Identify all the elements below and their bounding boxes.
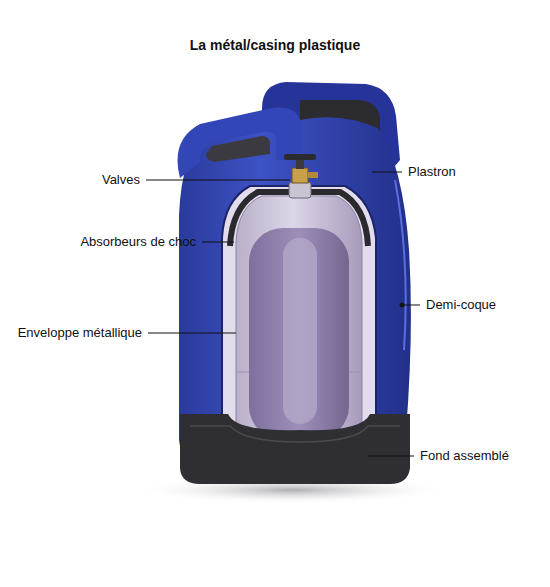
- valve-outlet: [308, 172, 318, 178]
- leader-line: [368, 456, 414, 457]
- valve-body: [292, 168, 308, 183]
- front-handle-grip: [206, 136, 270, 162]
- part-label: Demi-coque: [426, 297, 496, 313]
- shock-absorber: [230, 192, 368, 246]
- part-label: Fond assemblé: [420, 448, 509, 464]
- leader-lines: [146, 172, 420, 456]
- diagram-title: La métal/casing plastique: [0, 36, 550, 54]
- leader-line: [146, 180, 290, 181]
- leader-line: [372, 172, 402, 173]
- part-label: Enveloppe métallique: [18, 325, 142, 341]
- shell-highlight: [395, 180, 406, 350]
- leader-line: [148, 333, 236, 334]
- front-handle: [178, 107, 303, 178]
- part-label: Plastron: [408, 164, 456, 180]
- valve-wheel: [284, 154, 316, 160]
- inner-tube: [283, 238, 317, 424]
- cylinder-cutaway: [249, 228, 349, 440]
- half-shell: [179, 117, 411, 464]
- assembled-base: [180, 414, 410, 484]
- base-inner-line: [190, 426, 400, 442]
- leader-dot: [400, 303, 404, 307]
- valve-neck: [289, 182, 311, 198]
- part-label: Valves: [102, 172, 140, 188]
- metal-envelope: [236, 196, 362, 448]
- part-label: Absorbeurs de choc: [80, 234, 196, 250]
- leader-line: [402, 305, 420, 306]
- leader-line: [202, 242, 234, 243]
